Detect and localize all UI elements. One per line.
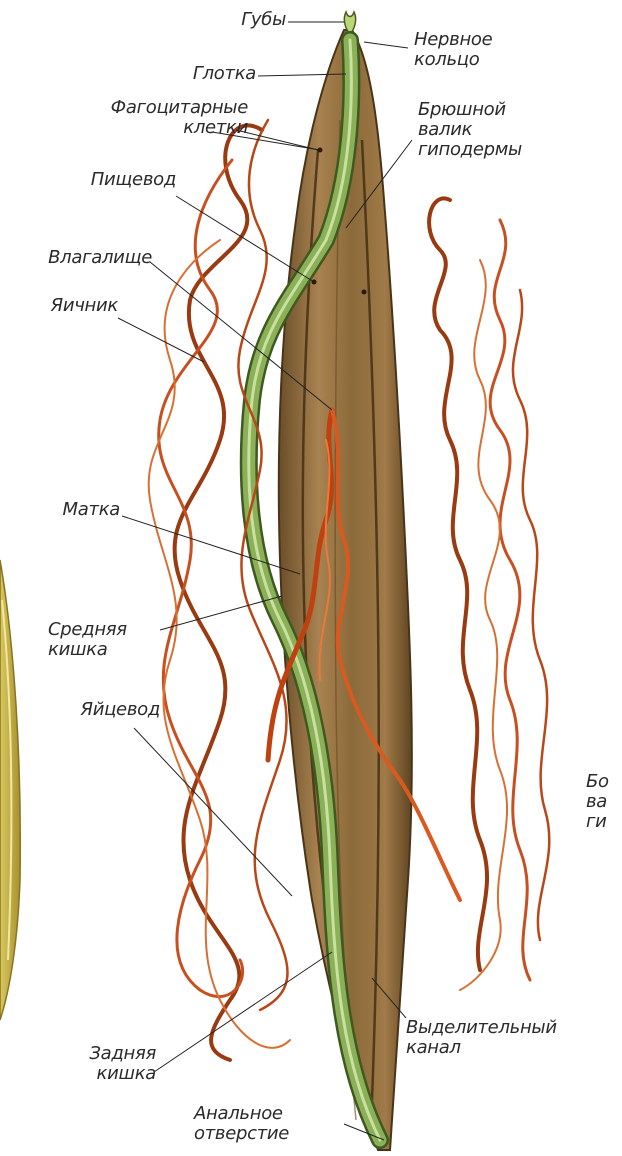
label-uterus: Матка	[0, 500, 120, 520]
label-pharynx: Глотка	[140, 64, 256, 84]
label-midgut: Средняя кишка	[48, 620, 127, 660]
label-esophagus: Пищевод	[40, 170, 176, 190]
label-lateral-ridge: Бо ва ги	[586, 772, 609, 832]
label-anus: Анальное отверстие	[194, 1104, 289, 1144]
label-vagina: Влагалище	[0, 248, 152, 268]
label-ovary: Яичник	[0, 296, 118, 316]
label-nerve-ring: Нервное кольцо	[414, 30, 492, 70]
label-ventral-ridge: Брюшной валик гиподермы	[418, 100, 522, 160]
label-hindgut: Задняя кишка	[20, 1044, 156, 1084]
label-excretory-canal: Выделительный канал	[406, 1018, 557, 1058]
label-phagocytic-cells: Фагоцитарные клетки	[40, 98, 248, 138]
label-lips: Губы	[222, 10, 286, 30]
label-oviduct: Яйцевод	[20, 700, 160, 720]
side-worm-fragment	[0, 560, 20, 1020]
